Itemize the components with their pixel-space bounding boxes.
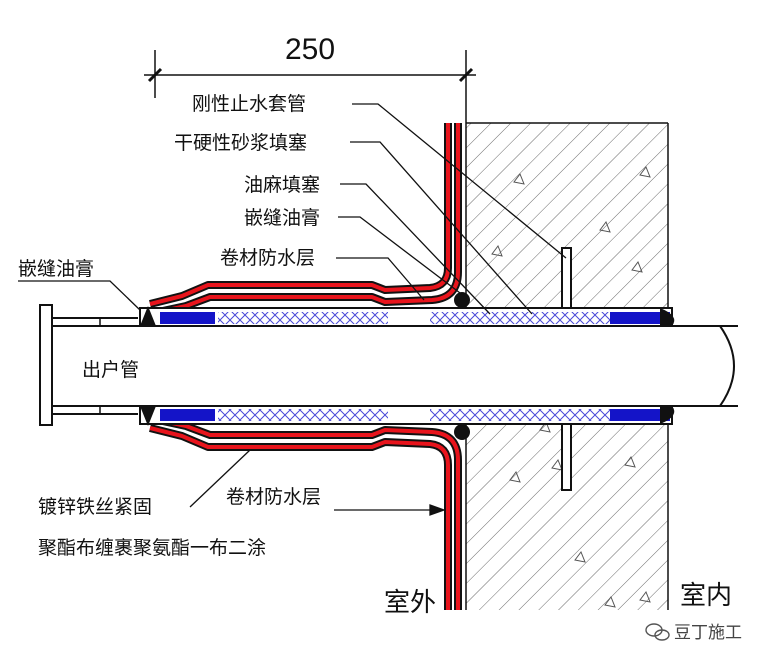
watermark: 豆丁施工: [645, 623, 742, 643]
label-dry-mortar-fill: 干硬性砂浆填塞: [174, 132, 307, 154]
label-caulk-left: 嵌缝油膏: [18, 257, 94, 280]
label-outlet-pipe: 出户管: [82, 359, 139, 381]
annulus-bottom: [139, 405, 675, 440]
label-polyester-wrap: 聚酯布缠裹聚氨酯一布二涂: [38, 537, 266, 559]
outlet-pipe: [39, 304, 738, 426]
label-wire-fixing: 镀锌铁丝紧固: [38, 496, 152, 518]
dimension-250: [144, 50, 476, 123]
wechat-icon: [645, 623, 670, 641]
label-indoor: 室内: [680, 581, 732, 611]
label-oakum-fill: 油麻填塞: [244, 174, 320, 196]
watermark-text: 豆丁施工: [674, 623, 742, 643]
dimension-value: 250: [285, 33, 335, 66]
membrane-bottom: [149, 416, 462, 610]
label-outdoor: 室外: [384, 588, 436, 618]
membrane-top: [149, 123, 462, 316]
leader-lines: [18, 103, 567, 516]
water-stop-ring: [561, 247, 572, 491]
label-rigid-sleeve: 刚性止水套管: [192, 93, 306, 115]
annulus-top: [139, 292, 675, 327]
wall-aggregate: [491, 165, 651, 608]
label-caulk-top: 嵌缝油膏: [244, 206, 320, 229]
label-membrane-bottom: 卷材防水层: [226, 486, 321, 508]
label-membrane-top: 卷材防水层: [220, 247, 315, 269]
